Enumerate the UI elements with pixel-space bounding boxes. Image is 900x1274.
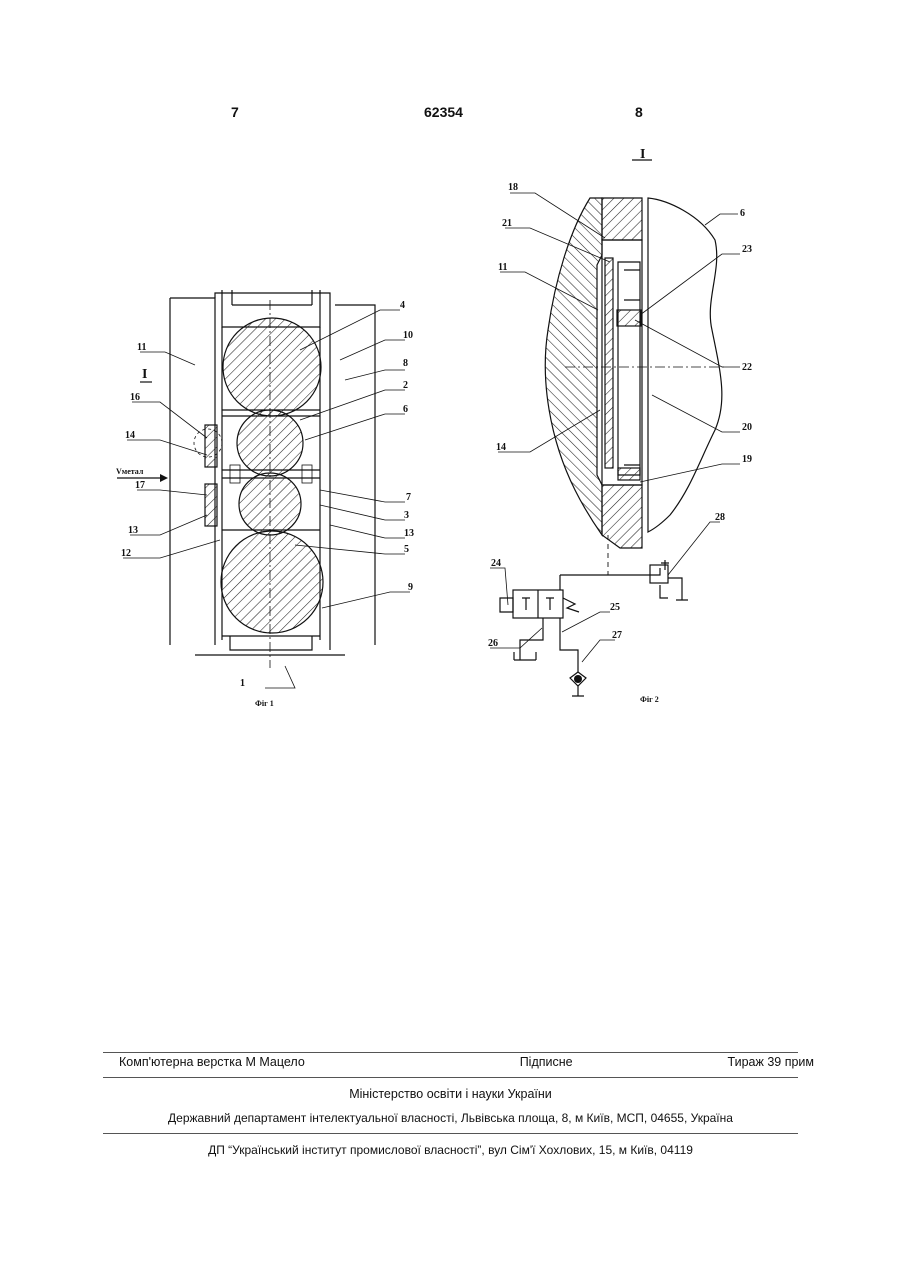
fig1-label-7: 7 [406, 492, 411, 503]
fig2-label-24: 24 [491, 558, 501, 569]
fig1-label-3: 3 [404, 510, 409, 521]
footer-department: Державний департамент інтелектуальної вл… [103, 1111, 798, 1125]
fig2-label-11: 11 [498, 262, 507, 273]
fig1-label-2: 2 [403, 380, 408, 391]
fig1-label-11: 11 [137, 342, 146, 353]
fig2-label-14: 14 [496, 442, 506, 453]
fig2-label-23: 23 [742, 244, 752, 255]
fig1-label-14: 14 [125, 430, 135, 441]
fig2-label-22: 22 [742, 362, 752, 373]
footer-rule-top [103, 1052, 798, 1053]
section-mark-fig1: I [142, 367, 147, 382]
footer-rule-bottom [103, 1133, 798, 1134]
footer-institute: ДП “Український інститут промислової вла… [103, 1143, 798, 1157]
fig1-label-6: 6 [403, 404, 408, 415]
fig1-label-9: 9 [408, 582, 413, 593]
fig1-label-17: 17 [135, 480, 145, 491]
footer-ministry: Міністерство освіти і науки України [103, 1087, 798, 1101]
footer-imprint-row: Комп'ютерна верстка М Мацело Підписне Ти… [103, 1055, 836, 1069]
figures-drawing: Vметал I 11 16 14 17 13 12 4 10 8 2 6 [0, 0, 900, 760]
fig2-label-18: 18 [508, 182, 518, 193]
fig1-label-8: 8 [403, 358, 408, 369]
fig1-caption: Фіг 1 [255, 699, 274, 708]
fig2-label-20: 20 [742, 422, 752, 433]
fig2-label-25: 25 [610, 602, 620, 613]
roll-4 [223, 318, 321, 416]
footer-typesetting: Комп'ютерна верстка М Мацело [119, 1055, 305, 1069]
fig1-label-16: 16 [130, 392, 140, 403]
fig2-label-19: 19 [742, 454, 752, 465]
fig1-label-1: 1 [240, 678, 245, 689]
fig2-label-6: 6 [740, 208, 745, 219]
fig2-caption: Фіг 2 [640, 695, 659, 704]
fig1-label-10: 10 [403, 330, 413, 341]
footer-rule-middle [103, 1077, 798, 1078]
fig1-label-13-right: 13 [404, 528, 414, 539]
fig1-label-4: 4 [400, 300, 405, 311]
fig1-label-5: 5 [404, 544, 409, 555]
figure-2: I [488, 147, 752, 704]
footer-signed: Підписне [520, 1055, 573, 1069]
fig2-label-27: 27 [612, 630, 622, 641]
fig2-label-28: 28 [715, 512, 725, 523]
fig2-label-26: 26 [488, 638, 498, 649]
figure-1: Vметал I 11 16 14 17 13 12 4 10 8 2 6 [116, 290, 414, 708]
fig2-label-21: 21 [502, 218, 512, 229]
fig1-label-13-left: 13 [128, 525, 138, 536]
fig1-label-12: 12 [121, 548, 131, 559]
metal-direction-label: Vметал [116, 467, 144, 476]
footer-circulation: Тираж 39 прим [728, 1055, 814, 1069]
